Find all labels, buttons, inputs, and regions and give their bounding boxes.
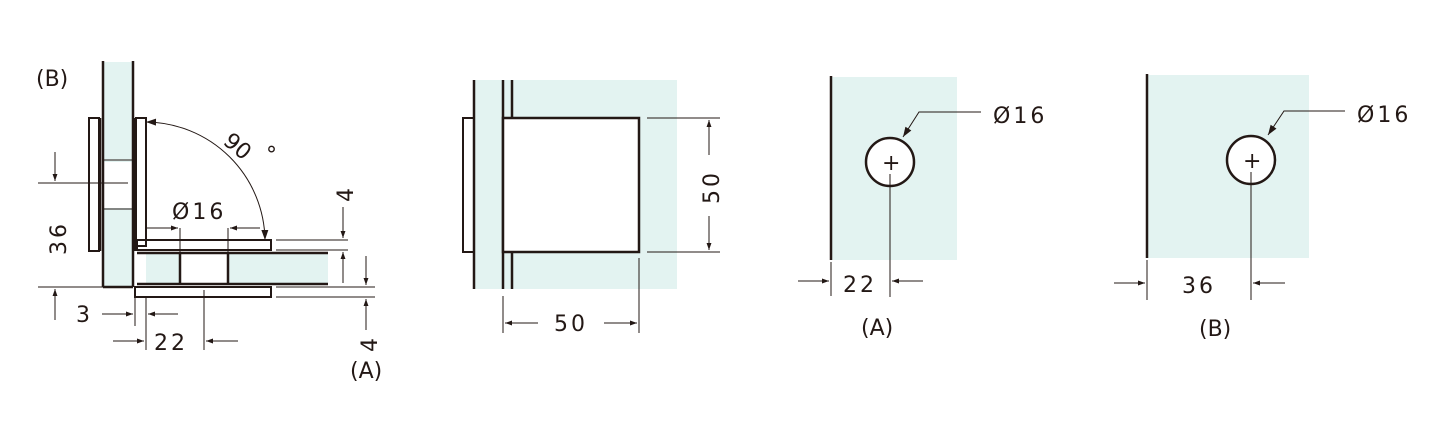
side-b-label: (B) [36, 67, 68, 92]
caption-a: (A) [861, 316, 893, 341]
front-view: 50 50 [462, 80, 725, 337]
back-plate [462, 117, 475, 253]
dim-36-label: 36 [47, 221, 72, 255]
center-mark: + [882, 151, 900, 176]
outer-plate-b [88, 117, 100, 252]
dim-3-label: 3 [76, 303, 93, 328]
hole-position-a-view: + Ø16 22 (A) [798, 76, 1047, 341]
dim-22-label: 22 [154, 331, 188, 356]
caption-b: (B) [1199, 317, 1231, 342]
bottom-plate-a [134, 286, 272, 298]
angle-arc [145, 118, 269, 241]
hole-diameter-label: Ø16 [993, 104, 1047, 129]
degree-symbol: ° [266, 143, 277, 168]
center-mark: + [1243, 149, 1261, 174]
hole-diameter-label: Ø16 [172, 200, 226, 225]
side-a-label: (A) [350, 359, 382, 384]
offset-label: 36 [1182, 274, 1216, 299]
top-plate-a [136, 239, 272, 251]
height-label: 50 [700, 170, 725, 204]
vertical-glass-panel [101, 61, 135, 289]
hole-diameter-label: Ø16 [1357, 103, 1411, 128]
inner-plate-b [135, 117, 147, 247]
angle-label: 90 [218, 128, 256, 165]
hole-position-b-view: + Ø16 36 (B) [1114, 74, 1411, 342]
section-view: (B) 90 [36, 61, 383, 384]
clamp-body [501, 116, 641, 254]
dim-4-bottom-label: 4 [358, 335, 383, 352]
offset-label: 22 [843, 273, 877, 298]
horizontal-glass-panel [137, 251, 328, 286]
dim-4-top-label: 4 [334, 185, 359, 202]
width-label: 50 [554, 312, 588, 337]
